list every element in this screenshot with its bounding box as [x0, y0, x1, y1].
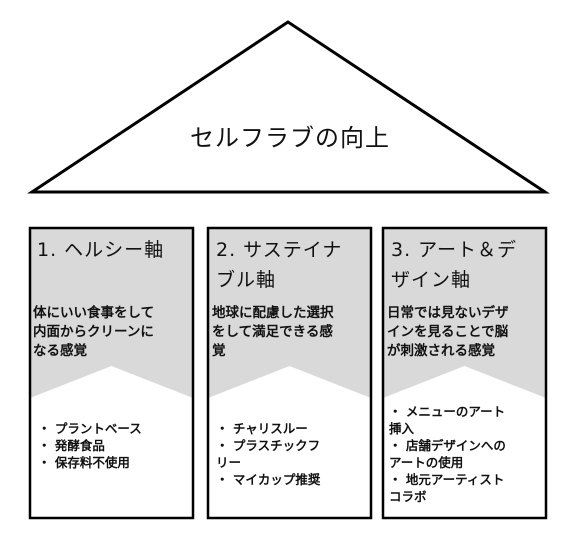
pillar-2-items: ・ チャリスルー ・ プラスチックフ リー ・ マイカップ推奨	[216, 420, 320, 488]
pillar-3-title-line-2: ザイン軸	[391, 269, 472, 291]
pillar-3-items: ・ メニューのアート 挿入 ・ 店舗デザインへの アートの使用 ・ 地元アーティ…	[389, 403, 506, 505]
pillar-3-item: アートの使用	[389, 455, 464, 470]
pillar-3-item: 挿入	[389, 421, 415, 436]
pillar-2-desc-line-2: をして満足できる感	[212, 324, 333, 340]
pillar-3-title: 3. アート＆デ ザイン軸	[391, 235, 517, 295]
pillar-2-title-line-2: ブル軸	[216, 269, 277, 291]
pillar-2-item: リー	[216, 455, 242, 470]
pillar-1	[28, 226, 195, 520]
pillar-2-desc-line-1: 地球に配慮した選択	[212, 305, 334, 321]
pillar-2-item: ・ チャリスルー	[216, 421, 308, 436]
pillar-3-description: 日常では見ないデザ インを見ることで脳 が刺激される感覚	[387, 304, 509, 361]
roof-title: セルフラブの向上	[190, 124, 390, 152]
pillar-3-item: ・ 地元アーティスト	[389, 472, 505, 487]
pillar-3-item: コラボ	[389, 489, 427, 504]
pillar-1-desc-line-1: 体にいい食事をして	[33, 305, 155, 321]
pillar-1-title-line-1: 1. ヘルシー軸	[37, 239, 165, 261]
pillar-1-item: ・ 保存料不使用	[38, 455, 130, 470]
pillar-3-title-line-1: 3. アート＆デ	[391, 239, 518, 261]
pillar-3-item: ・ メニューのアート	[389, 404, 506, 419]
pillar-3-desc-line-1: 日常では見ないデザ	[387, 305, 509, 321]
pillar-2-item: ・ マイカップ推奨	[216, 472, 321, 487]
pillar-2-desc-line-3: 覚	[212, 343, 226, 359]
pillar-2-gray-area	[208, 228, 371, 398]
pillar-1-item: ・ 発酵食品	[38, 438, 105, 453]
pillar-3-gray-area	[383, 228, 546, 398]
pillar-1-border	[28, 226, 195, 520]
pillar-1-gray-area	[30, 228, 193, 398]
pillar-2-title-line-1: 2. サステイナ	[216, 239, 343, 261]
pillar-1-description: 体にいい食事をして 内面からクリーンに なる感覚	[33, 304, 154, 361]
pillar-1-desc-line-3: なる感覚	[33, 343, 87, 359]
pillar-3-desc-line-2: インを見ることで脳	[387, 324, 509, 340]
pillar-1-desc-line-2: 内面からクリーンに	[33, 324, 154, 340]
pillar-2-title: 2. サステイナ ブル軸	[216, 235, 342, 295]
pillar-1-item: ・ プラントベース	[38, 421, 142, 436]
pillar-2-border	[206, 226, 373, 520]
pillar-2-description: 地球に配慮した選択 をして満足できる感 覚	[212, 304, 334, 361]
pillar-2	[206, 226, 373, 520]
pillar-2-item: ・ プラスチックフ	[216, 438, 321, 453]
pillar-3	[381, 226, 548, 520]
pillar-3-item: ・ 店舗デザインへの	[389, 438, 506, 453]
pillar-3-desc-line-3: が刺激される感覚	[387, 343, 495, 359]
roof-triangle	[27, 20, 550, 194]
pillar-1-items: ・ プラントベース ・ 発酵食品 ・ 保存料不使用	[38, 420, 142, 471]
pillar-1-title: 1. ヘルシー軸	[37, 235, 164, 265]
pillar-3-border	[381, 226, 548, 520]
